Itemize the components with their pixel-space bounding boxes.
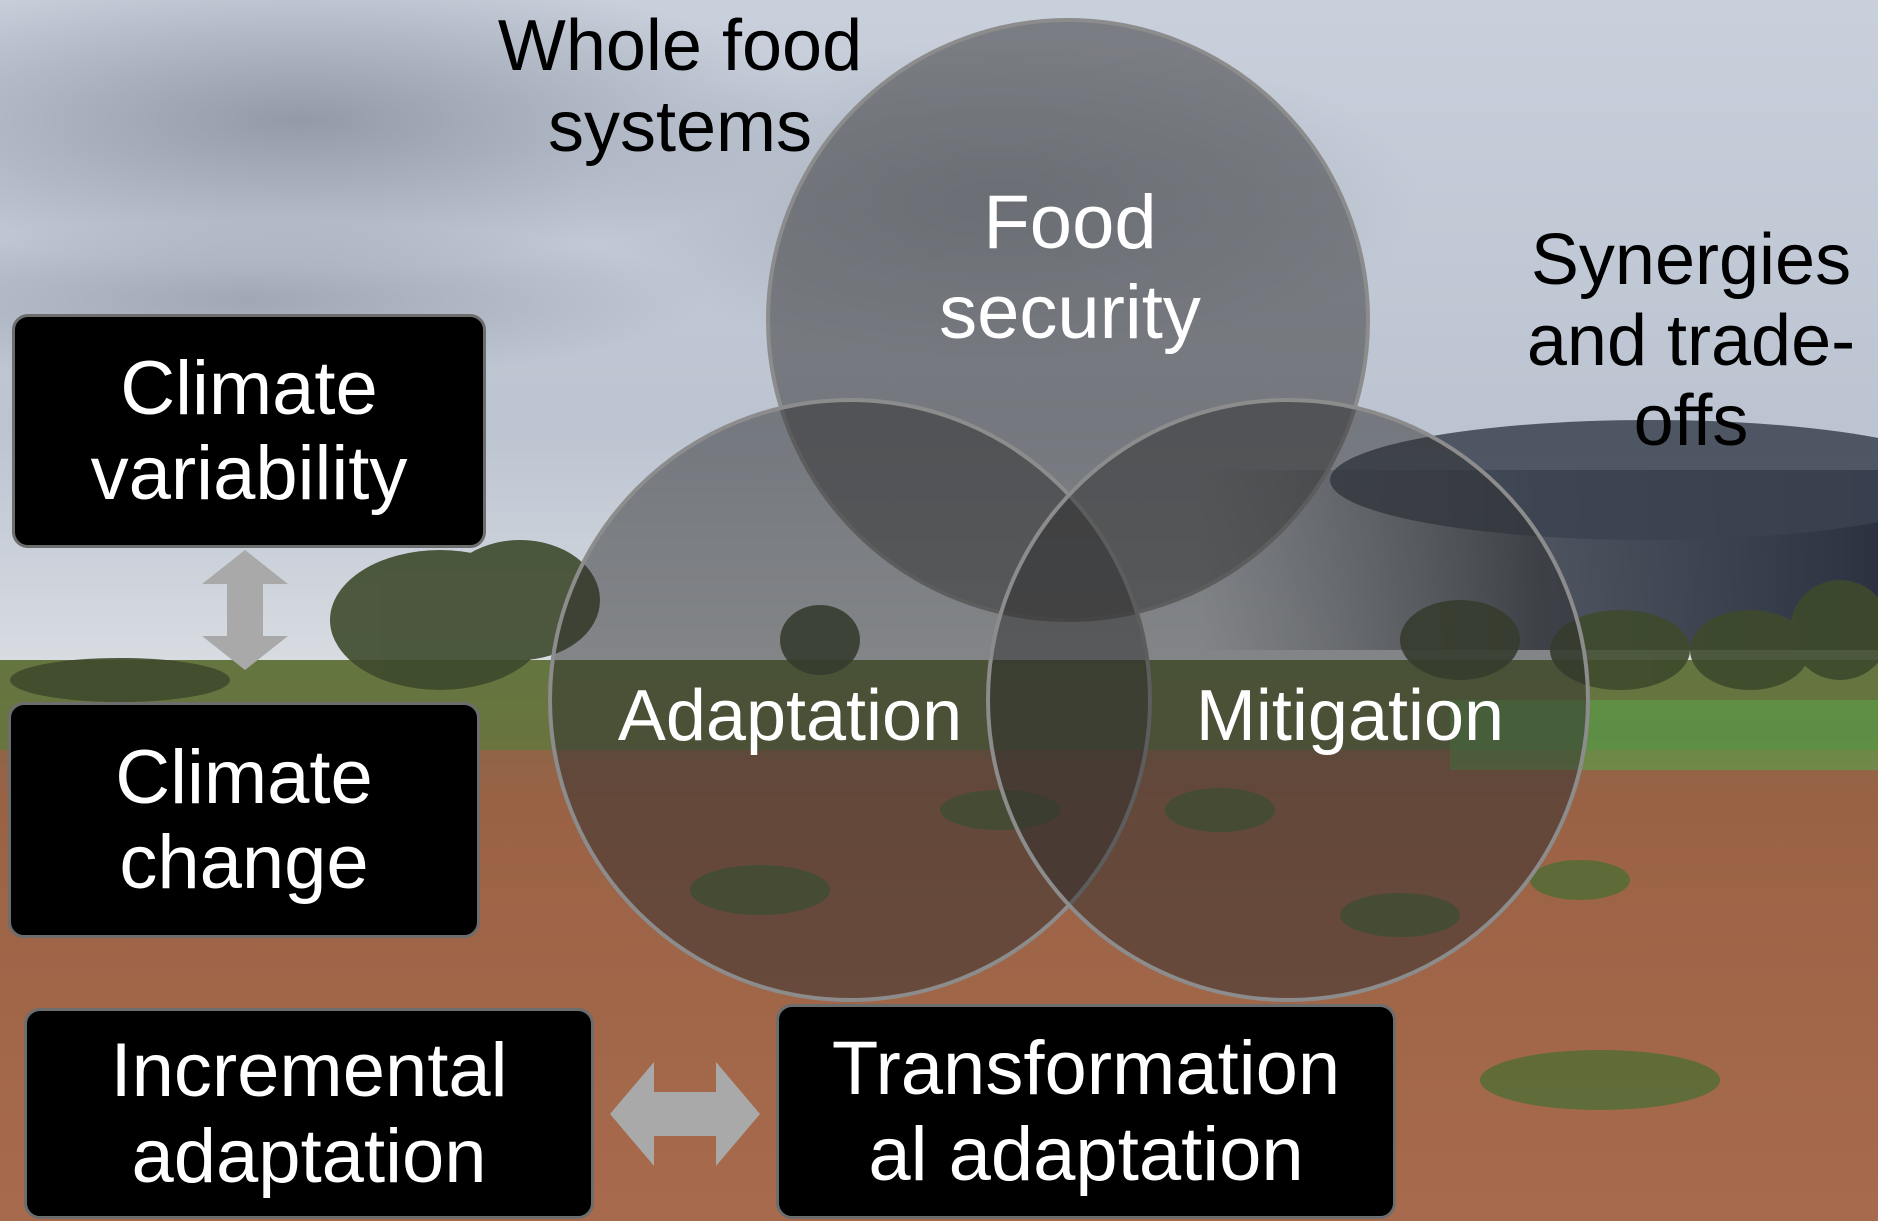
incremental-adaptation-box: Incremental adaptation <box>24 1008 594 1219</box>
climate-variability-box: Climate variability <box>12 314 486 548</box>
whole-food-systems-label: Whole food systems <box>497 6 863 167</box>
mitigation-circle <box>986 398 1590 1002</box>
adaptation-label: Adaptation <box>617 676 963 756</box>
food-security-label: Food security <box>939 180 1201 355</box>
mitigation-label: Mitigation <box>1195 676 1505 756</box>
climate-change-box: Climate change <box>8 702 480 938</box>
transformational-adaptation-box: Transformation al adaptation <box>776 1004 1396 1219</box>
double-headed-vertical-arrow-icon <box>202 550 288 670</box>
double-headed-horizontal-arrow-icon <box>610 1062 760 1166</box>
synergies-tradeoffs-label: Synergies and trade- offs <box>1526 220 1856 462</box>
